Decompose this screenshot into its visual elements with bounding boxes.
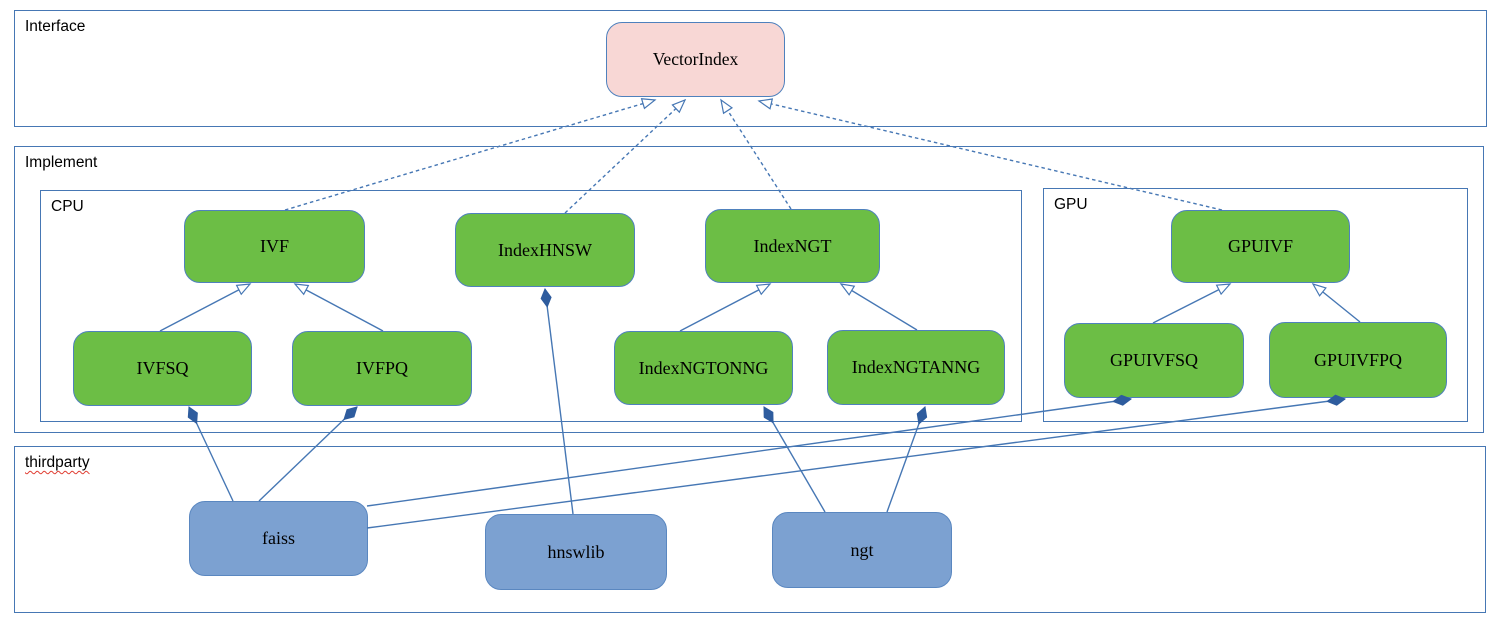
node-vectorindex: VectorIndex: [606, 22, 785, 97]
node-gpuivfpq-label: GPUIVFPQ: [1313, 349, 1403, 370]
cpu-label: CPU: [51, 198, 84, 215]
implement-label: Implement: [25, 154, 98, 171]
node-gpuivf-label: GPUIVF: [1227, 236, 1293, 256]
node-indexhnsw: IndexHNSW: [455, 213, 635, 287]
node-hnswlib-label: hnswlib: [547, 541, 605, 562]
node-gpuivf: GPUIVF: [1171, 210, 1350, 283]
node-gpuivfsq: GPUIVFSQ: [1064, 323, 1244, 398]
node-ivfpq-label: IVFPQ: [355, 358, 408, 378]
gpu-label: GPU: [1054, 196, 1088, 213]
node-faiss: faiss: [189, 501, 368, 576]
node-ivfpq: IVFPQ: [292, 331, 472, 406]
node-indexngtanng: IndexNGTANNG: [827, 330, 1005, 405]
node-ngt-label: ngt: [850, 539, 874, 560]
node-hnswlib: hnswlib: [485, 514, 667, 590]
node-gpuivfsq-label: GPUIVFSQ: [1109, 350, 1199, 370]
node-vectorindex-label: VectorIndex: [652, 49, 739, 69]
node-ivfsq: IVFSQ: [73, 331, 252, 406]
node-ivf: IVF: [184, 210, 365, 283]
node-gpuivfpq: GPUIVFPQ: [1269, 322, 1447, 398]
node-ngt: ngt: [772, 512, 952, 588]
thirdparty-label: thirdparty: [25, 454, 90, 471]
node-indexngtanng-label: IndexNGTANNG: [851, 357, 981, 377]
node-ivf-label: IVF: [259, 236, 289, 256]
interface-label: Interface: [25, 18, 86, 35]
node-ivfsq-label: IVFSQ: [136, 358, 189, 378]
node-indexngtonng-label: IndexNGTONNG: [638, 357, 769, 378]
node-indexhnsw-label: IndexHNSW: [498, 239, 592, 260]
node-indexngt-label: IndexNGT: [753, 235, 832, 256]
node-indexngtonng: IndexNGTONNG: [614, 331, 793, 405]
node-faiss-label: faiss: [262, 528, 295, 548]
node-indexngt: IndexNGT: [705, 209, 880, 283]
